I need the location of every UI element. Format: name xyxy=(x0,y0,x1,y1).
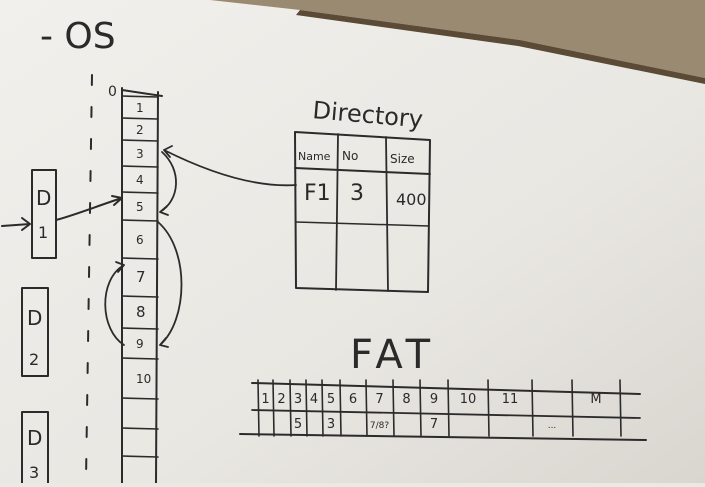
directory-header-no: No xyxy=(342,149,358,163)
fat-column-divider xyxy=(571,379,574,437)
fat-column-divider xyxy=(289,379,292,437)
disk-cell-divider xyxy=(121,191,159,194)
fat-index-1: 1 xyxy=(261,392,269,407)
disk-cell-divider xyxy=(121,455,159,458)
fat-next-3: 5 xyxy=(294,417,302,432)
disk-cell-divider xyxy=(121,357,159,360)
memory-block-2-num: 2 xyxy=(29,350,39,369)
memory-block-1: D 1 xyxy=(31,169,57,259)
fat-column-divider xyxy=(339,379,342,437)
fat-index-7: 7 xyxy=(375,392,383,407)
disk-block-6: 6 xyxy=(136,233,144,247)
fat-column-divider xyxy=(365,379,368,437)
disk-index-start: 0 xyxy=(108,84,117,100)
disk-block-8: 8 xyxy=(136,303,146,321)
fat-column-divider xyxy=(531,379,534,437)
disk-block-3: 3 xyxy=(136,147,144,161)
disk-cell-divider xyxy=(121,139,159,142)
disk-cell-divider xyxy=(121,95,159,98)
memory-block-3-num: 3 xyxy=(29,463,39,482)
board-heading: - OS xyxy=(40,16,116,57)
directory-pointer-arrow xyxy=(163,145,297,187)
fat-index-5: 5 xyxy=(327,392,335,407)
disk-strip xyxy=(121,87,163,484)
fat-column-divider xyxy=(305,379,308,437)
disk-block-4: 4 xyxy=(136,173,144,187)
fat-column-divider xyxy=(487,379,490,437)
directory-header-size: Size xyxy=(390,152,415,166)
fat-next-7: 7/8? xyxy=(370,421,389,431)
fat-index-10: 10 xyxy=(460,392,477,407)
fat-index-3: 3 xyxy=(294,392,302,407)
board-frame-edge xyxy=(296,10,705,84)
fat-next-9: 7 xyxy=(430,417,438,432)
fat-column-divider xyxy=(321,379,324,437)
memory-block-1-num: 1 xyxy=(38,223,48,242)
fat-column-divider xyxy=(392,379,395,437)
directory-table xyxy=(294,131,431,293)
fat-index-9: 9 xyxy=(430,392,438,407)
fat-index-11: 11 xyxy=(502,392,519,407)
memory-block-3: D 3 xyxy=(21,411,49,487)
disk-cell-divider xyxy=(121,427,159,430)
directory-header-name: Name xyxy=(298,150,331,163)
disk-block-2: 2 xyxy=(136,123,144,137)
fat-column-divider xyxy=(419,379,422,437)
disk-cells: 1 2 3 4 5 6 7 8 9 10 xyxy=(121,95,159,458)
disk-cell-divider xyxy=(121,327,159,330)
board-frame xyxy=(210,0,705,78)
memory-block-2: D 2 xyxy=(21,287,49,377)
dashed-divider xyxy=(85,74,93,481)
fat-index-M: M xyxy=(590,392,601,407)
fat-column-divider xyxy=(272,379,275,437)
disk-cell-divider xyxy=(121,219,159,222)
disk-cell-divider xyxy=(121,165,159,168)
disk-cell-divider xyxy=(121,397,159,400)
disk-block-10: 10 xyxy=(136,372,151,386)
disk-block-5: 5 xyxy=(136,200,144,214)
fat-index-2: 2 xyxy=(277,392,285,407)
fat-next-5: 3 xyxy=(327,417,335,432)
directory-cell-no: 3 xyxy=(350,181,364,206)
fat-column-divider xyxy=(257,379,260,437)
block-to-disk-arrow xyxy=(55,195,123,221)
chain-arrow-9-to-7 xyxy=(104,261,125,346)
directory-cell-size: 400 xyxy=(396,190,427,209)
fat-index-6: 6 xyxy=(349,392,357,407)
fat-column-divider xyxy=(619,379,622,437)
fat-column-divider xyxy=(447,379,450,437)
directory-cell-name: F1 xyxy=(304,181,331,206)
disk-block-1: 1 xyxy=(136,101,144,115)
memory-block-3-label: D xyxy=(27,426,42,450)
fat-next-12: ... xyxy=(548,421,557,431)
incoming-arrow xyxy=(1,217,31,231)
disk-block-9: 9 xyxy=(136,337,144,351)
disk-cell-divider xyxy=(121,295,159,298)
disk-cell-divider xyxy=(121,257,159,260)
fat-title: FAT xyxy=(350,332,436,378)
chain-arrow-5-to-9 xyxy=(157,221,183,348)
chain-arrow-3-to-5 xyxy=(159,151,177,216)
disk-cell-divider xyxy=(121,117,159,120)
fat-index-4: 4 xyxy=(310,392,318,407)
memory-block-1-label: D xyxy=(36,186,51,210)
fat-index-8: 8 xyxy=(402,392,410,407)
memory-block-2-label: D xyxy=(27,306,42,330)
disk-block-7: 7 xyxy=(136,268,146,286)
